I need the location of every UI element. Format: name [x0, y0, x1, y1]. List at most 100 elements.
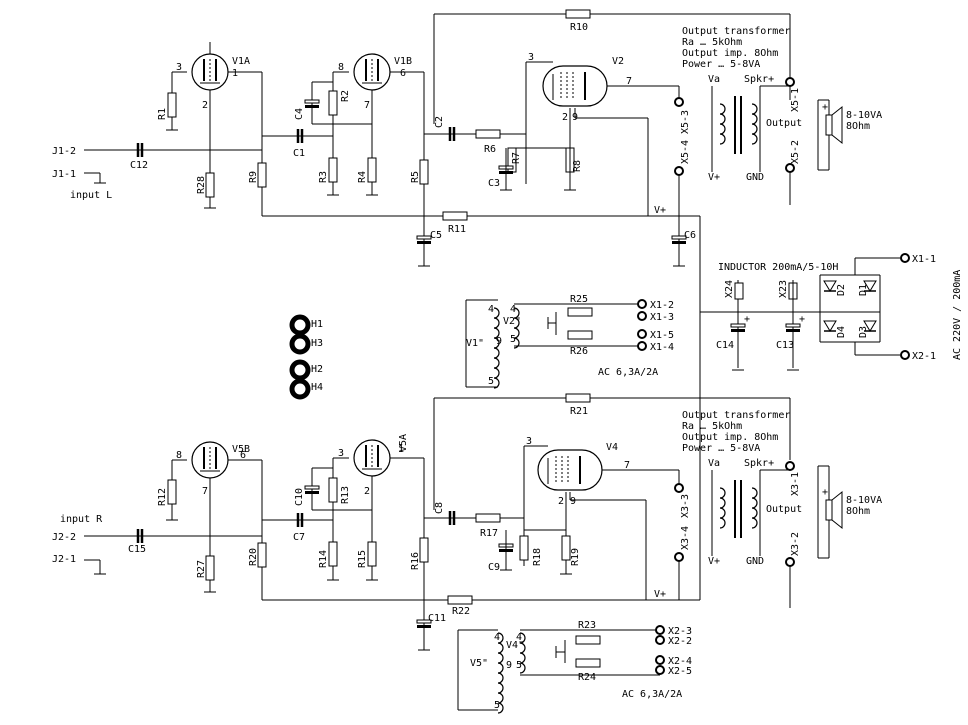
- label-r21: R21: [570, 406, 588, 417]
- label-ot-imp-bottom: Output imp. 8Ohm: [682, 432, 778, 443]
- label-r9: R9: [248, 171, 259, 183]
- label-r13: R13: [340, 486, 351, 504]
- pin-v1b-6: 6: [400, 68, 406, 79]
- label-r19: R19: [570, 548, 581, 566]
- label-c1: C1: [293, 148, 305, 159]
- label-d4: D4: [836, 326, 847, 338]
- label-c4: C4: [294, 108, 305, 120]
- label-c11: C11: [428, 613, 446, 624]
- label-x52: X5-2: [790, 140, 801, 164]
- label-plus-spk-top: +: [822, 102, 828, 113]
- label-x24b: X2-4: [668, 656, 692, 667]
- label-va-top: Va: [708, 74, 720, 85]
- label-output-bottom: Output: [766, 504, 802, 515]
- pin-v5a-2: 2: [364, 486, 370, 497]
- label-c6: C6: [684, 230, 696, 241]
- label-ac63-bottom: AC 6,3A/2A: [622, 689, 682, 700]
- pin-v2-7: 7: [626, 76, 632, 87]
- pin-v4pp-9: 9: [506, 660, 512, 671]
- pin-v5b-7: 7: [202, 486, 208, 497]
- label-plus-c13: +: [799, 314, 805, 325]
- label-c12: C12: [130, 160, 148, 171]
- label-c7: C7: [293, 532, 305, 543]
- label-d3: D3: [858, 326, 869, 338]
- label-x53: X5-3: [680, 110, 691, 134]
- label-j22: J2-2: [52, 532, 76, 543]
- label-r2: R2: [340, 90, 351, 102]
- label-c3: C3: [488, 178, 500, 189]
- label-r4: R4: [357, 171, 368, 183]
- label-c10: C10: [294, 488, 305, 506]
- label-c2: C2: [434, 116, 445, 128]
- label-ac220: AC 220V / 200mA: [952, 270, 963, 360]
- pin-v1a-1: 1: [232, 68, 238, 79]
- label-ot-title-top: Output transformer: [682, 26, 790, 37]
- label-x12: X1-2: [650, 300, 674, 311]
- label-x25b: X2-5: [668, 666, 692, 677]
- label-gnd-top: GND: [746, 172, 764, 183]
- label-x32: X3-2: [790, 532, 801, 556]
- pin-v4pp-4: 4: [494, 632, 500, 643]
- label-r3: R3: [318, 171, 329, 183]
- pin-v5b-8: 8: [176, 450, 182, 461]
- pin-v1pp-5: 5: [488, 376, 494, 387]
- pin-v5pp-5: 5: [516, 660, 522, 671]
- label-r12: R12: [157, 488, 168, 506]
- label-x13: X1-3: [650, 312, 674, 323]
- label-output-top: Output: [766, 118, 802, 129]
- label-ac63-top: AC 6,3A/2A: [598, 367, 658, 378]
- label-h4: H4: [311, 382, 323, 393]
- label-va-bottom: Va: [708, 458, 720, 469]
- pin-v2pp-4: 4: [510, 304, 516, 315]
- label-x23v: X23: [778, 280, 789, 298]
- label-input-l: input L: [70, 190, 112, 201]
- label-r10: R10: [570, 22, 588, 33]
- label-v5pp: V5": [470, 658, 488, 669]
- pin-v1pp-9: 9: [496, 336, 502, 347]
- pin-v4-9: 9: [570, 496, 576, 507]
- label-x21: X2-1: [912, 351, 936, 362]
- label-spk-va-bottom: 8-10VA: [846, 495, 882, 506]
- pin-v1a-3: 3: [176, 62, 182, 73]
- label-x23b: X2-3: [668, 626, 692, 637]
- label-ot-ra-top: Ra … 5kOhm: [682, 37, 742, 48]
- label-j21: J2-1: [52, 554, 76, 565]
- label-j12: J1-2: [52, 146, 76, 157]
- label-v1pp: V1": [466, 338, 484, 349]
- power-supply: [292, 253, 910, 397]
- label-c9: C9: [488, 562, 500, 573]
- channel-right: [84, 393, 843, 714]
- label-v1b: V1B: [394, 56, 412, 67]
- label-ot-title-bottom: Output transformer: [682, 410, 790, 421]
- label-h1: H1: [311, 319, 323, 330]
- label-r1: R1: [157, 108, 168, 120]
- label-r20: R20: [248, 548, 259, 566]
- label-r14: R14: [318, 550, 329, 568]
- label-plus-c14: +: [744, 314, 750, 325]
- label-vplus-ot-bottom: V+: [708, 556, 720, 567]
- label-c15: C15: [128, 544, 146, 555]
- label-r27: R27: [196, 560, 207, 578]
- label-r17: R17: [480, 528, 498, 539]
- label-x34: X3-4: [680, 526, 691, 550]
- label-r23: R23: [578, 620, 596, 631]
- label-h2: H2: [311, 364, 323, 375]
- pin-v2pp-5: 5: [510, 334, 516, 345]
- label-v2: V2: [612, 56, 624, 67]
- pin-v1pp-4: 4: [488, 304, 494, 315]
- label-x24v: X24: [724, 280, 735, 298]
- label-r5: R5: [410, 171, 421, 183]
- label-x31: X3-1: [790, 472, 801, 496]
- label-vplus-bottom: V+: [654, 589, 666, 600]
- label-input-r: input R: [60, 514, 103, 525]
- label-x33: X3-3: [680, 494, 691, 518]
- label-spk-va-top: 8-10VA: [846, 110, 882, 121]
- label-vplus-ot-top: V+: [708, 172, 720, 183]
- label-x54: X5-4: [680, 140, 691, 164]
- label-x51: X5-1: [790, 88, 801, 112]
- label-x11: X1-1: [912, 254, 936, 265]
- label-r6: R6: [484, 144, 496, 155]
- label-d2: D2: [836, 284, 847, 296]
- pin-v1b-8: 8: [338, 62, 344, 73]
- label-r11: R11: [448, 224, 466, 235]
